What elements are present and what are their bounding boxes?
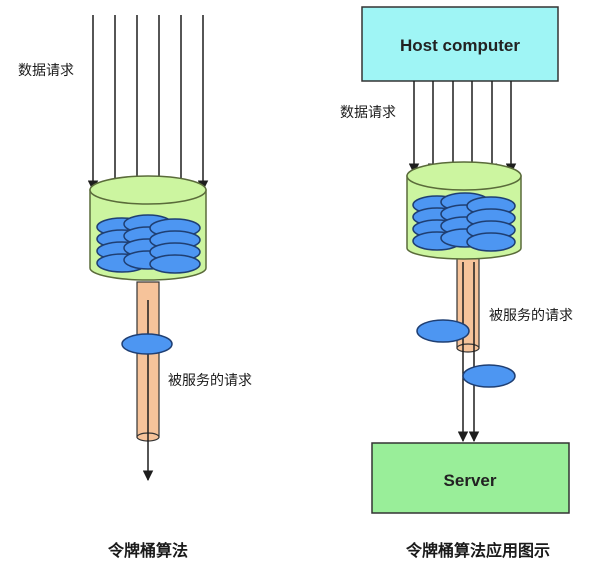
- right-requests-label: 数据请求: [340, 105, 396, 121]
- left-token-bucket-diagram: 数据请求 被服务的请求 令牌桶算法: [18, 15, 252, 560]
- right-pipe-opening: [456, 343, 480, 353]
- right-incoming-request-arrows: [408, 81, 517, 175]
- right-served-label: 被服务的请求: [489, 308, 573, 324]
- token: [466, 232, 516, 252]
- left-incoming-request-arrows: [87, 15, 209, 192]
- right-caption: 令牌桶算法应用图示: [405, 541, 550, 560]
- right-served-token-1: [416, 319, 470, 343]
- right-served-token-2: [462, 364, 516, 388]
- left-served-token: [121, 333, 173, 355]
- token: [149, 254, 201, 274]
- right-tokens: [412, 192, 516, 252]
- host-computer-box: [361, 6, 559, 82]
- server-label: Server: [444, 471, 497, 490]
- server-box: [371, 442, 570, 514]
- left-served-label: 被服务的请求: [168, 373, 252, 389]
- left-caption: 令牌桶算法: [107, 541, 188, 560]
- left-tokens: [96, 214, 201, 274]
- host-computer-label: Host computer: [400, 36, 520, 55]
- left-requests-label: 数据请求: [18, 63, 74, 79]
- right-token-bucket-diagram: Host computer 数据请求: [340, 6, 573, 560]
